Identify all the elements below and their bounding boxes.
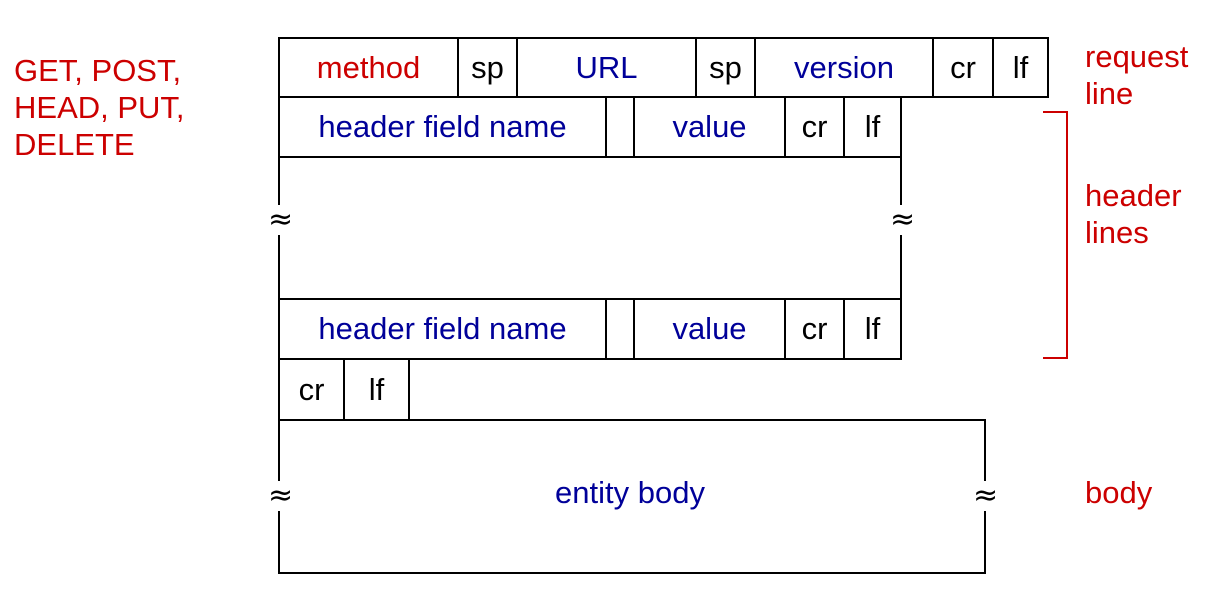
header-2-separator-field	[605, 298, 635, 360]
request-cr-field: cr	[932, 37, 994, 98]
header-lines-label-line-1: header	[1085, 178, 1182, 213]
request-url-field: URL	[516, 37, 697, 98]
body-left-break-icon: ≈	[268, 478, 294, 513]
methods-label: GET, POST, HEAD, PUT, DELETE	[14, 52, 185, 163]
entity-body-label: entity body	[555, 475, 705, 510]
methods-label-line-1: GET, POST,	[14, 53, 182, 88]
header-2-lf-field: lf	[843, 298, 902, 360]
body-label: body	[1085, 475, 1153, 510]
request-line-label-line-1: request	[1085, 39, 1189, 74]
request-version-field: version	[754, 37, 934, 98]
request-lf-field: lf	[992, 37, 1049, 98]
request-line-label: request line	[1085, 38, 1188, 112]
methods-label-line-2: HEAD, PUT,	[14, 90, 185, 125]
header-1-name-field: header field name	[278, 96, 607, 158]
header-region-left-break-icon: ≈	[268, 202, 294, 237]
methods-label-line-3: DELETE	[14, 127, 135, 162]
header-1-value-field: value	[633, 96, 786, 158]
header-1-cr-field: cr	[784, 96, 845, 158]
header-2-cr-field: cr	[784, 298, 845, 360]
body-right-break-icon: ≈	[973, 478, 999, 513]
request-sp-field-2: sp	[695, 37, 756, 98]
header-1-lf-field: lf	[843, 96, 902, 158]
entity-body-box: entity body	[278, 419, 986, 574]
header-lines-label: header lines	[1085, 177, 1182, 251]
header-lines-label-line-2: lines	[1085, 215, 1149, 250]
header-2-name-field: header field name	[278, 298, 607, 360]
request-line-label-line-2: line	[1085, 76, 1134, 111]
header-region-right-break-icon: ≈	[890, 202, 916, 237]
blank-line-lf-field: lf	[343, 358, 410, 421]
blank-line-cr-field: cr	[278, 358, 345, 421]
